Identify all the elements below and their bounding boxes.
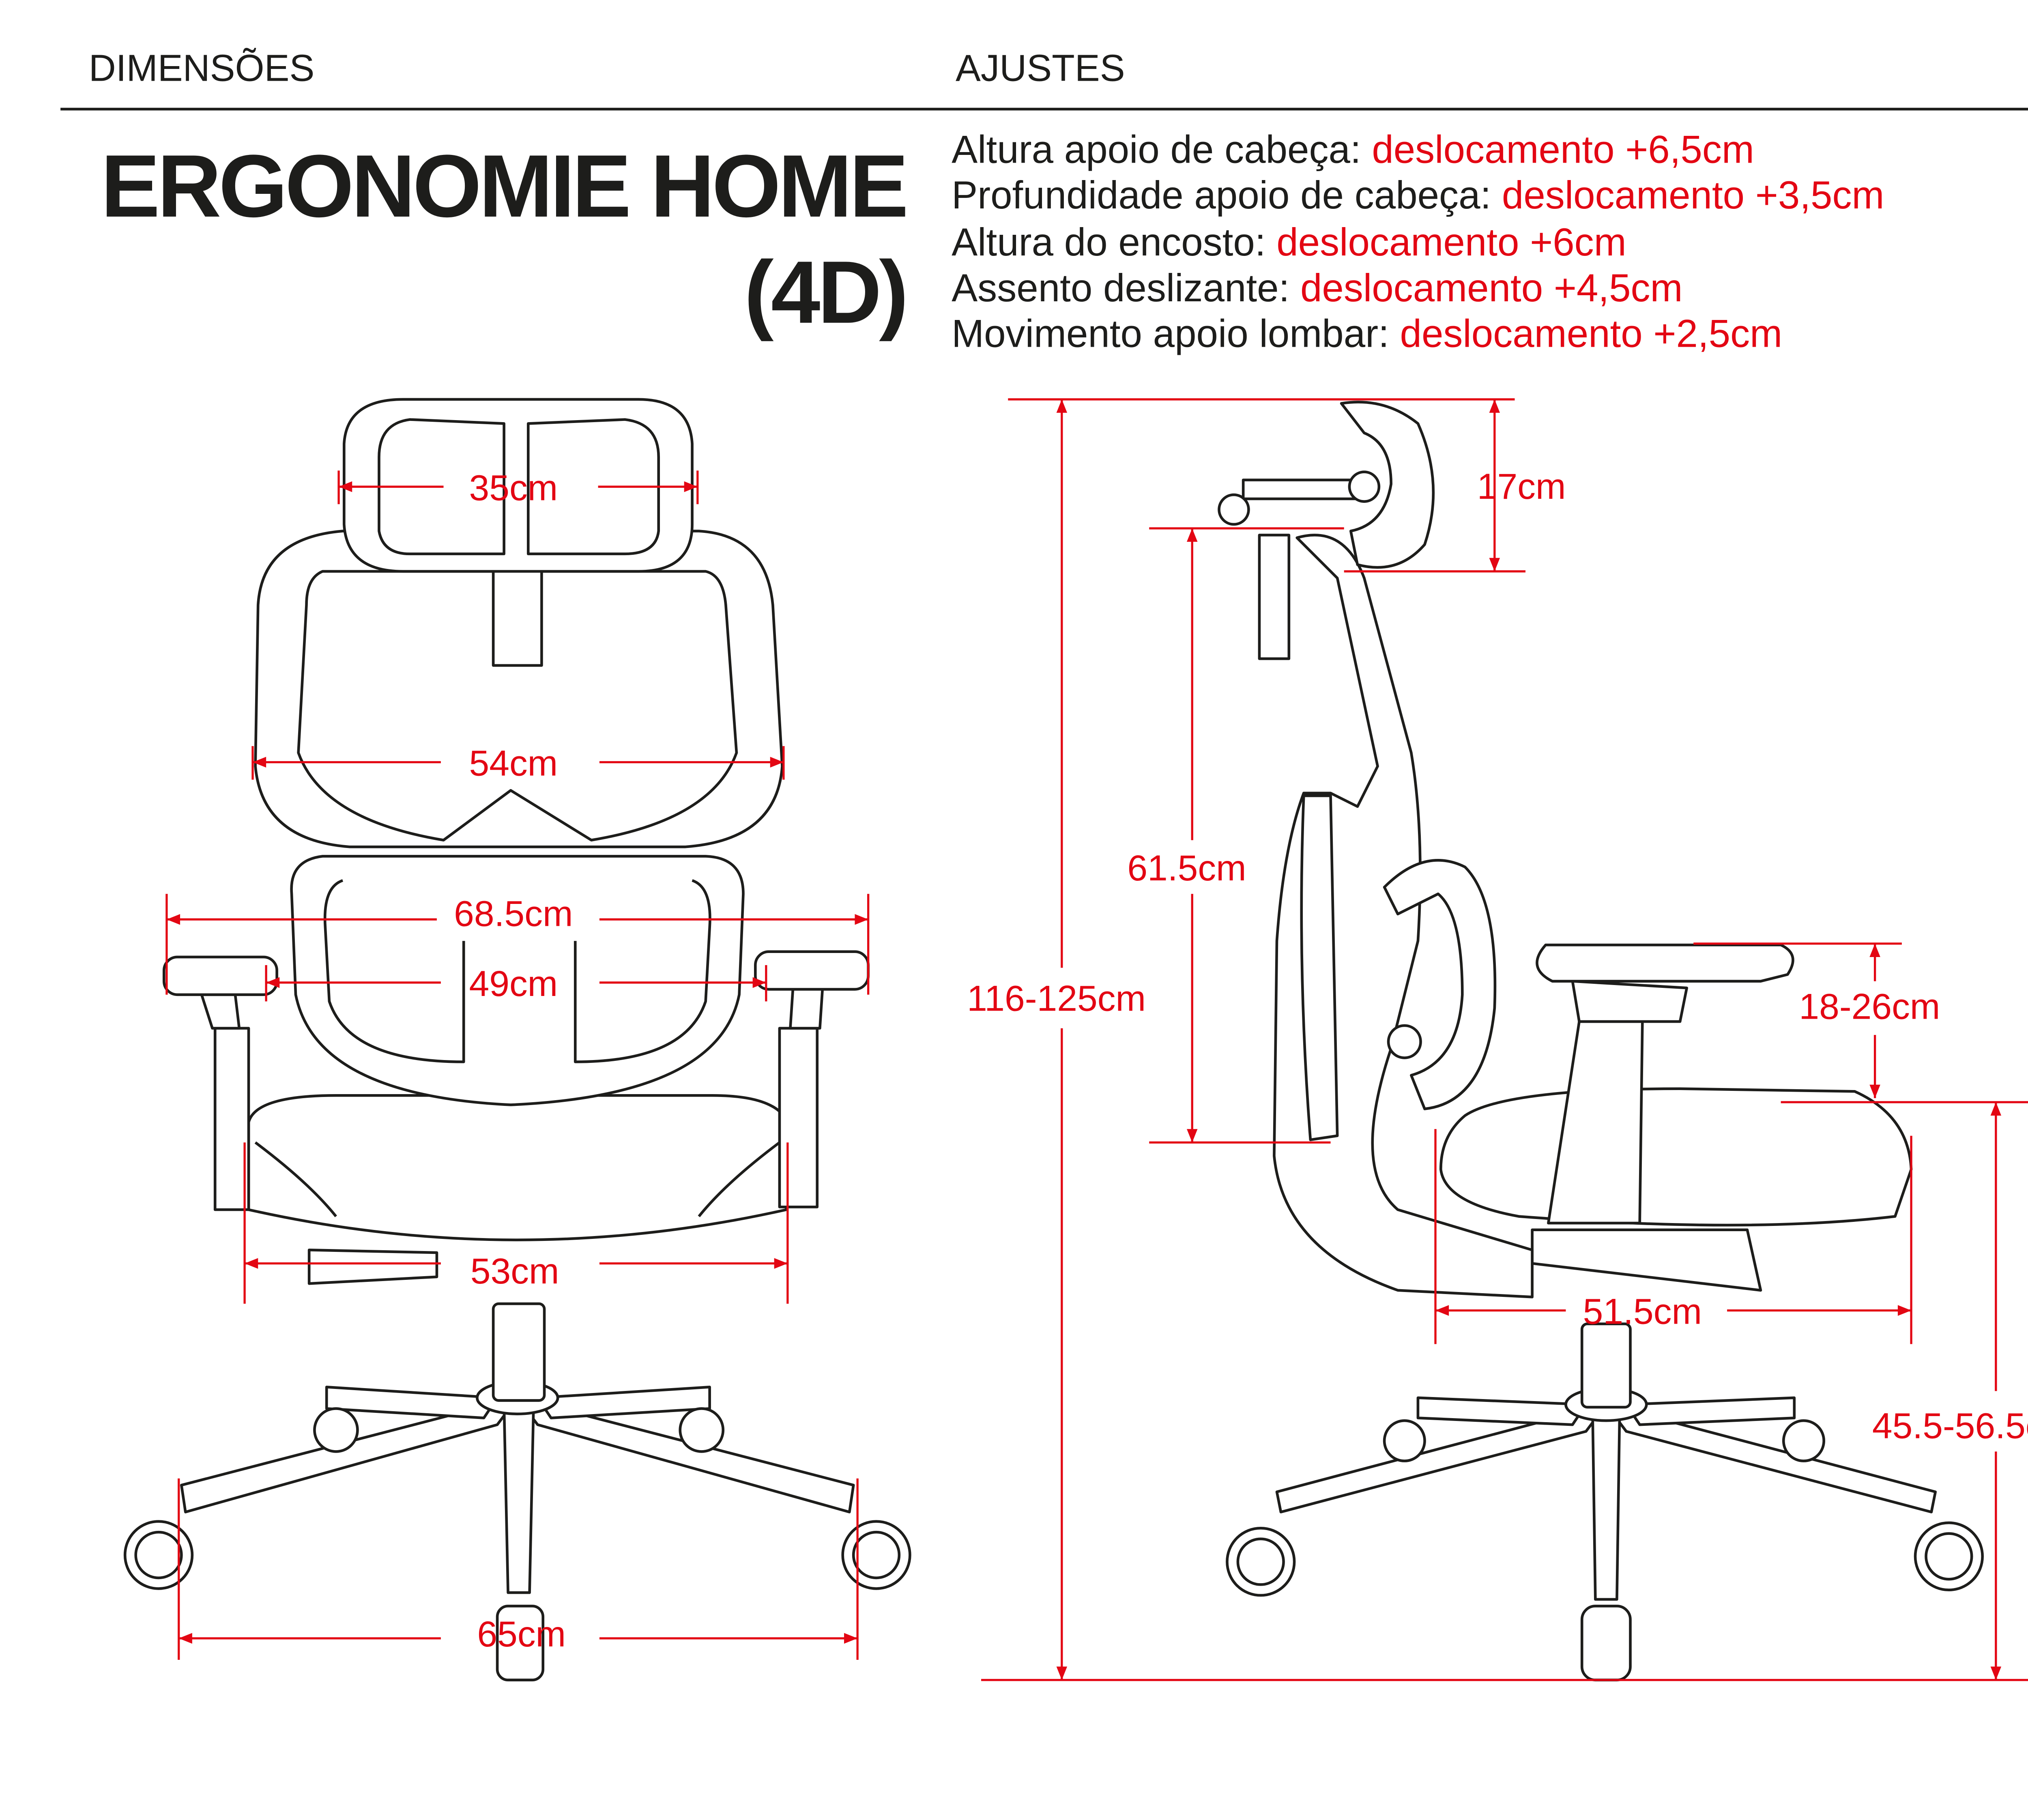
caster-wheel [496,1605,545,1682]
dimension-backrest-width: 54cm [469,743,558,783]
dimension-seat-depth: 51.5cm [1583,1291,1702,1332]
armrest-pad-right [754,950,870,991]
dimension-seat-height: 45.5-56.5cm [1872,1405,2028,1446]
adjustment-value: deslocamento +4,5cm [1300,266,1683,310]
section-label-dimensions: DIMENSÕES [89,47,315,89]
product-title: ERGONOMIE HOME [101,137,906,236]
dimension-seat-width: 53cm [470,1251,559,1291]
adjustment-value: deslocamento +6cm [1276,221,1626,264]
lumbar-support-side [1383,859,1497,1110]
seat-mechanism [1531,1228,1762,1292]
backrest-side [1273,534,1534,1298]
adjustment-value: deslocamento +2,5cm [1400,312,1783,356]
dimension-total-height: 116-125cm [967,978,1146,1019]
adjustments-list: Altura apoio de cabeça: deslocamento +6,… [952,128,1884,356]
gas-cylinder [1580,1322,1632,1409]
adjustment-item: Profundidade apoio de cabeça: deslocamen… [952,174,1884,217]
dimension-armrest-inner-width: 49cm [469,963,558,1004]
adjustment-label: Altura do encosto: [952,221,1276,264]
adjustment-item: Altura apoio de cabeça: deslocamento +6,… [952,128,1754,172]
adjustment-value: deslocamento +6,5cm [1372,128,1754,172]
chair-side-view [1218,401,1984,1682]
headrest [342,398,694,573]
adjustment-label: Movimento apoio lombar: [952,312,1400,356]
headrest-slider [1258,534,1291,660]
headrest-side [1340,401,1435,569]
side-dimension-lines: 116-125cm 17cm 61.5cm 18-26cm 51.5cm 45.… [967,398,2028,1681]
dimension-base-width: 65cm [477,1614,566,1654]
backrest [254,530,784,848]
product-subtitle: (4D) [744,243,906,342]
caster-wheel [1782,1419,1826,1462]
dimension-headrest-height: 17cm [1477,466,1566,507]
adjustment-label: Assento deslizante: [952,266,1300,310]
dimension-armrest-height: 18-26cm [1799,986,1940,1026]
adjustment-label: Profundidade apoio de cabeça: [952,174,1502,217]
chair-base-side [1226,1387,1984,1682]
adjustment-item: Altura do encosto: deslocamento +6cm [952,221,1626,264]
adjustment-label: Altura apoio de cabeça: [952,128,1372,172]
armrest-pad-left [162,955,278,996]
adjustment-item: Movimento apoio lombar: deslocamento +2,… [952,312,1782,356]
gas-cylinder [492,1302,546,1402]
front-dimension-lines: 35cm 54cm 68.5cm 49cm 53cm 65cm [165,467,870,1660]
dimension-armrest-outer-width: 68.5cm [454,893,573,934]
caster-wheel [679,1407,725,1453]
adjustment-item: Assento deslizante: deslocamento +4,5cm [952,266,1683,310]
dimension-headrest-width: 35cm [469,467,558,508]
caster-wheel [1580,1605,1632,1682]
armrest-post-right [778,1027,819,1208]
caster-wheel [1383,1419,1426,1462]
dimension-backrest-height: 61.5cm [1127,848,1246,888]
section-label-adjustments: AJUSTES [956,47,1125,89]
seat-side [1439,1087,1913,1227]
chair-front-view [123,398,911,1682]
armrest-pad-side [1536,943,1794,983]
seat-lever [307,1249,438,1285]
caster-wheel [313,1407,359,1453]
armrest-post-side [1547,1020,1644,1225]
adjustment-value: deslocamento +3,5cm [1502,174,1884,217]
seat [247,1094,792,1241]
back-mesh-side [1300,794,1339,1141]
armrest-post-left [213,1027,250,1211]
